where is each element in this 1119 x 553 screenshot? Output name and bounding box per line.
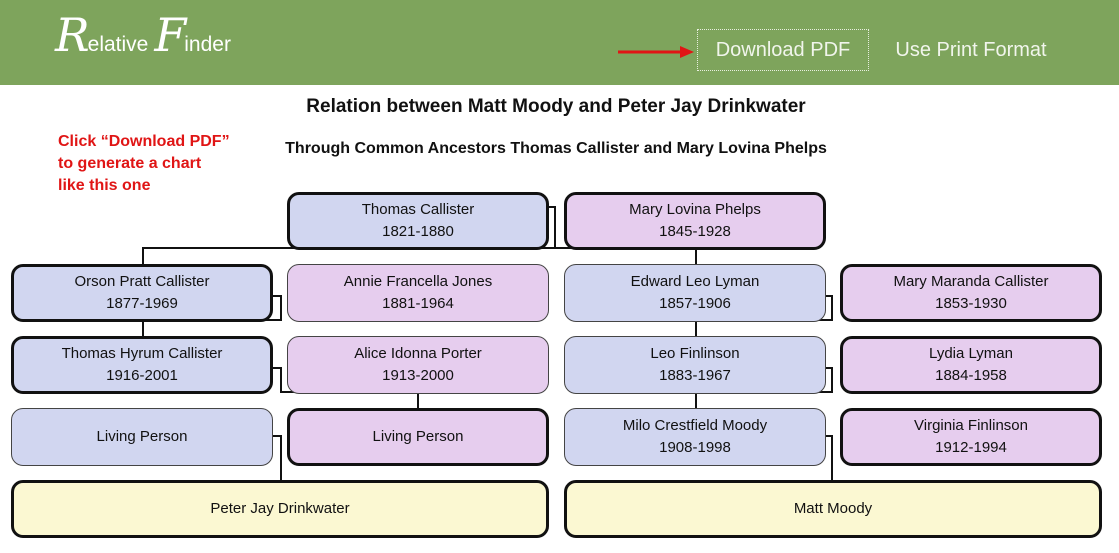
person-box-orson-pratt-callister[interactable]: Orson Pratt Callister 1877-1969 bbox=[11, 264, 273, 322]
person-name: Mary Maranda Callister bbox=[893, 273, 1049, 290]
person-name: Milo Crestfield Moody bbox=[622, 417, 768, 434]
person-box-thomas-hyrum-callister[interactable]: Thomas Hyrum Callister 1916-2001 bbox=[11, 336, 273, 394]
person-years: 1883-1967 bbox=[659, 367, 731, 384]
person-name: Lydia Lyman bbox=[929, 345, 1013, 362]
relative-finder-logo[interactable]: R elative F inder bbox=[55, 8, 231, 62]
person-box-mary-lovina-phelps[interactable]: Mary Lovina Phelps 1845-1928 bbox=[564, 192, 826, 250]
person-years: 1908-1998 bbox=[659, 439, 731, 456]
person-name: Living Person bbox=[96, 428, 188, 445]
logo-word-finder: inder bbox=[184, 33, 231, 56]
person-years: 1912-1994 bbox=[935, 439, 1007, 456]
download-hint: Click “Download PDF” to generate a chart… bbox=[58, 131, 258, 197]
person-years: 1857-1906 bbox=[659, 295, 731, 312]
use-print-format-button[interactable]: Use Print Format bbox=[895, 38, 1047, 61]
app-header: R elative F inder Download PDF Use Print… bbox=[0, 0, 1119, 85]
person-name: Annie Francella Jones bbox=[343, 273, 493, 290]
person-box-annie-francella-jones[interactable]: Annie Francella Jones 1881-1964 bbox=[287, 264, 549, 322]
person-name: Edward Leo Lyman bbox=[630, 273, 760, 290]
person-name: Mary Lovina Phelps bbox=[629, 201, 761, 218]
person-box-living-person-left[interactable]: Living Person bbox=[11, 408, 273, 466]
person-box-alice-idonna-porter[interactable]: Alice Idonna Porter 1913-2000 bbox=[287, 336, 549, 394]
person-years: 1884-1958 bbox=[935, 367, 1007, 384]
person-years: 1881-1964 bbox=[382, 295, 454, 312]
person-box-leo-finlinson[interactable]: Leo Finlinson 1883-1967 bbox=[564, 336, 826, 394]
person-box-thomas-callister[interactable]: Thomas Callister 1821-1880 bbox=[287, 192, 549, 250]
person-name: Thomas Callister bbox=[361, 201, 475, 218]
download-pdf-button[interactable]: Download PDF bbox=[697, 29, 869, 71]
person-years: 1821-1880 bbox=[382, 223, 454, 240]
person-box-living-person-right[interactable]: Living Person bbox=[287, 408, 549, 466]
person-years: 1913-2000 bbox=[382, 367, 454, 384]
person-years: 1916-2001 bbox=[106, 367, 178, 384]
person-box-mary-maranda-callister[interactable]: Mary Maranda Callister 1853-1930 bbox=[840, 264, 1102, 322]
person-box-lydia-lyman[interactable]: Lydia Lyman 1884-1958 bbox=[840, 336, 1102, 394]
person-name: Thomas Hyrum Callister bbox=[61, 345, 223, 362]
person-name: Orson Pratt Callister bbox=[74, 273, 210, 290]
hint-line-1: Click “Download PDF” bbox=[58, 133, 230, 150]
page-title: Relation between Matt Moody and Peter Ja… bbox=[306, 96, 806, 117]
hint-line-3: like this one bbox=[58, 177, 151, 194]
person-years: 1853-1930 bbox=[935, 295, 1007, 312]
logo-letter-r: R bbox=[55, 8, 90, 62]
hint-line-2: to generate a chart bbox=[58, 155, 202, 172]
red-arrow-icon bbox=[618, 46, 694, 58]
person-box-peter-jay-drinkwater[interactable]: Peter Jay Drinkwater bbox=[11, 480, 549, 538]
person-box-matt-moody[interactable]: Matt Moody bbox=[564, 480, 1102, 538]
logo-letter-f: F bbox=[154, 8, 187, 62]
person-box-edward-leo-lyman[interactable]: Edward Leo Lyman 1857-1906 bbox=[564, 264, 826, 322]
person-years: 1845-1928 bbox=[659, 223, 731, 240]
person-name: Living Person bbox=[372, 428, 464, 445]
person-name: Alice Idonna Porter bbox=[354, 345, 482, 362]
person-box-virginia-finlinson[interactable]: Virginia Finlinson 1912-1994 bbox=[840, 408, 1102, 466]
person-box-milo-crestfield-moody[interactable]: Milo Crestfield Moody 1908-1998 bbox=[564, 408, 826, 466]
person-years: 1877-1969 bbox=[106, 295, 178, 312]
person-name: Virginia Finlinson bbox=[914, 417, 1028, 434]
person-name: Peter Jay Drinkwater bbox=[210, 500, 350, 517]
person-name: Leo Finlinson bbox=[650, 345, 740, 362]
person-name: Matt Moody bbox=[793, 500, 873, 517]
logo-word-relative: elative bbox=[87, 33, 149, 56]
page-subtitle: Through Common Ancestors Thomas Calliste… bbox=[285, 140, 827, 157]
